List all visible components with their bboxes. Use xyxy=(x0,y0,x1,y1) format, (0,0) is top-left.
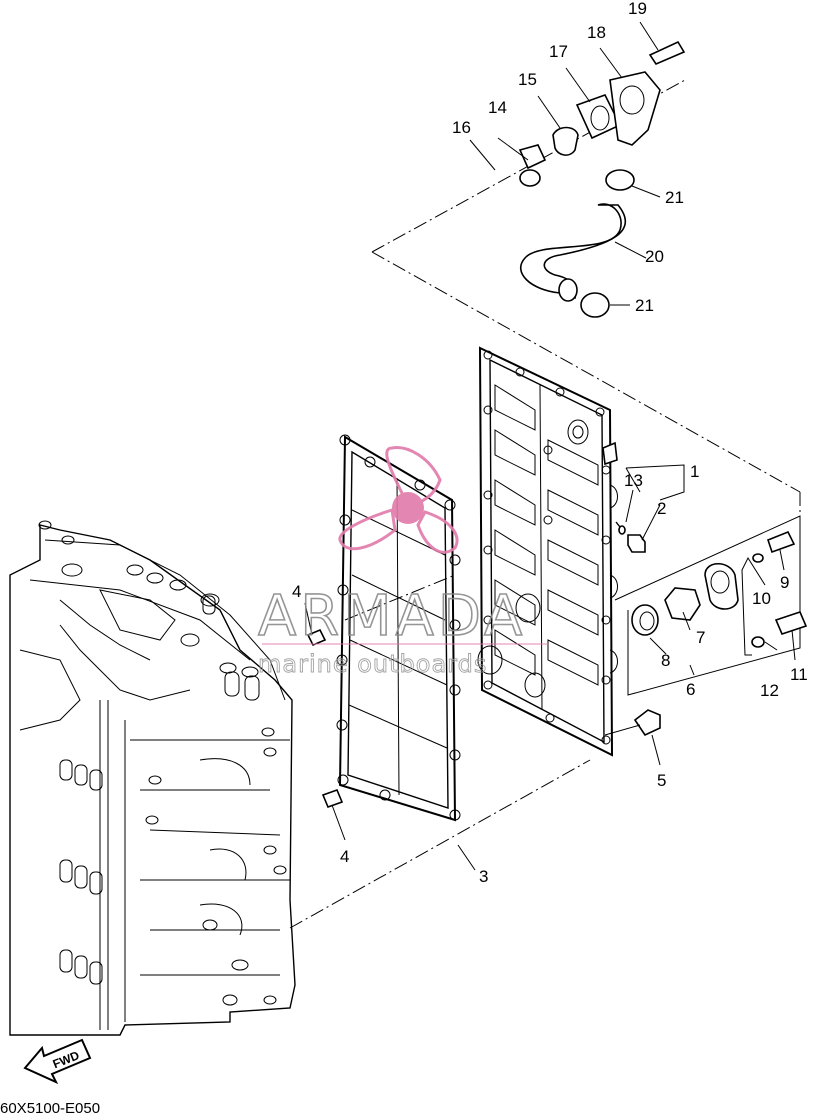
callout-14: 14 xyxy=(488,98,507,117)
callout-leader-lines xyxy=(304,21,796,871)
callout-11: 11 xyxy=(790,665,808,684)
watermark-subtitle: marine outboards xyxy=(258,650,487,678)
callout-19: 19 xyxy=(628,0,647,18)
callout-7: 7 xyxy=(696,628,705,647)
callout-6: 6 xyxy=(686,680,695,699)
callout-18: 18 xyxy=(587,23,606,42)
callout-17: 17 xyxy=(549,42,568,61)
callout-20: 20 xyxy=(645,247,664,266)
exhaust-cover-plate xyxy=(477,346,618,757)
forward-direction-indicator: FWD xyxy=(23,1038,92,1085)
callout-16: 16 xyxy=(452,118,471,137)
callout-9: 9 xyxy=(780,573,789,592)
callout-2: 2 xyxy=(657,499,666,518)
callout-12: 12 xyxy=(760,681,779,700)
callout-4-upper: 4 xyxy=(292,582,301,601)
figure-code: 60X5100-E050 xyxy=(0,1100,100,1116)
callout-13: 13 xyxy=(624,471,643,490)
callout-3: 3 xyxy=(479,867,488,886)
small-parts-drawings xyxy=(306,40,808,809)
assembly-guide-lines xyxy=(289,79,801,929)
callout-21-upper: 21 xyxy=(665,188,684,207)
armada-watermark: ARMADA marine outboards xyxy=(257,446,548,678)
callout-4-lower: 4 xyxy=(340,847,349,866)
watermark-title: ARMADA xyxy=(258,584,526,649)
callout-5: 5 xyxy=(657,771,666,790)
callout-10: 10 xyxy=(752,589,771,608)
callout-15: 15 xyxy=(518,70,537,89)
callout-8: 8 xyxy=(661,651,670,670)
propeller-logo xyxy=(338,446,459,554)
engine-block-drawing xyxy=(9,520,296,1036)
callout-labels: 1 2 3 4 4 5 6 7 8 9 10 11 12 13 14 15 16… xyxy=(292,0,808,886)
callout-1: 1 xyxy=(690,462,699,481)
callout-21-lower: 21 xyxy=(635,296,654,315)
